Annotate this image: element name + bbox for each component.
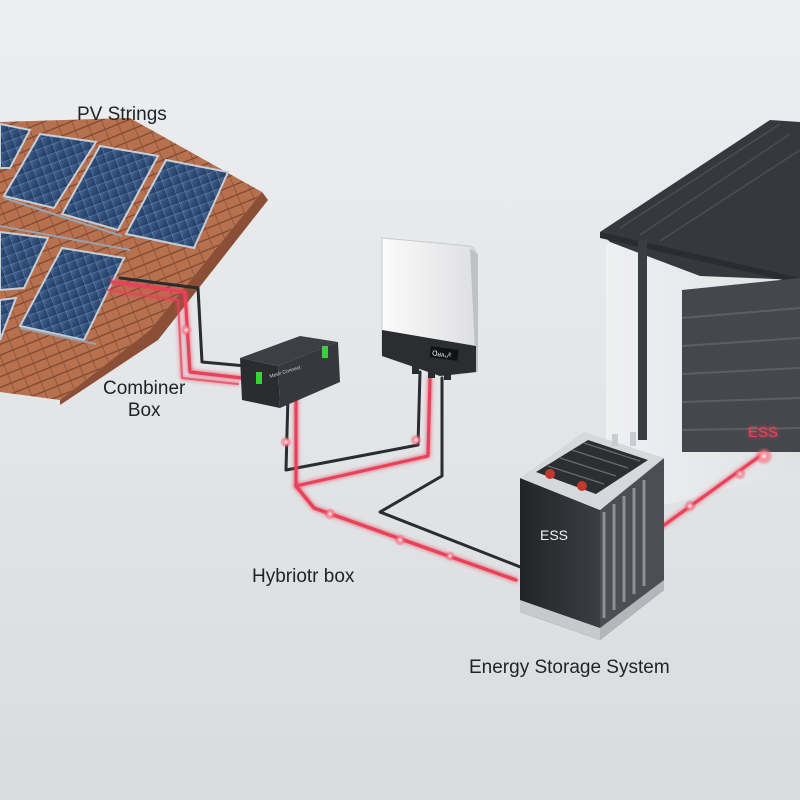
combiner-label-line2: Box: [127, 400, 161, 421]
inverter: ᗡᴚᴧᴗᴱ: [381, 237, 478, 380]
solar-panel: [60, 144, 160, 232]
pv-strings-label: PV Strings: [77, 104, 167, 125]
connector-glows: [180, 324, 773, 561]
hybrid-box-label: Hybriotr box: [252, 566, 355, 587]
status-indicator: [322, 346, 328, 358]
ess-battery: ESS: [520, 432, 664, 640]
house: [600, 120, 800, 520]
solar-panel: [0, 122, 32, 169]
ess-battery-label: ESS: [540, 527, 568, 543]
combiner-label-line1: Combiner: [103, 378, 186, 399]
solar-panel: [0, 296, 18, 341]
inverter-display-text: ᗡᴚᴧᴗᴱ: [431, 350, 451, 360]
garage-door: [682, 278, 800, 452]
pv-strings: [0, 122, 230, 345]
inverter-display: [429, 346, 459, 361]
energy-storage-system-label: Energy Storage System: [469, 657, 670, 678]
combiner-box: Mesh Connect: [240, 336, 340, 408]
gutter: [600, 232, 800, 284]
solar-panel: [18, 246, 126, 342]
downpipe: [638, 240, 647, 440]
solar-panel: [2, 132, 98, 210]
solar-panel: [124, 158, 230, 250]
garage-roof: [600, 120, 800, 280]
ess-wall-label: ESS: [748, 424, 778, 441]
combiner-box-label: Combiner Box: [103, 378, 185, 422]
solar-panel: [0, 230, 50, 292]
